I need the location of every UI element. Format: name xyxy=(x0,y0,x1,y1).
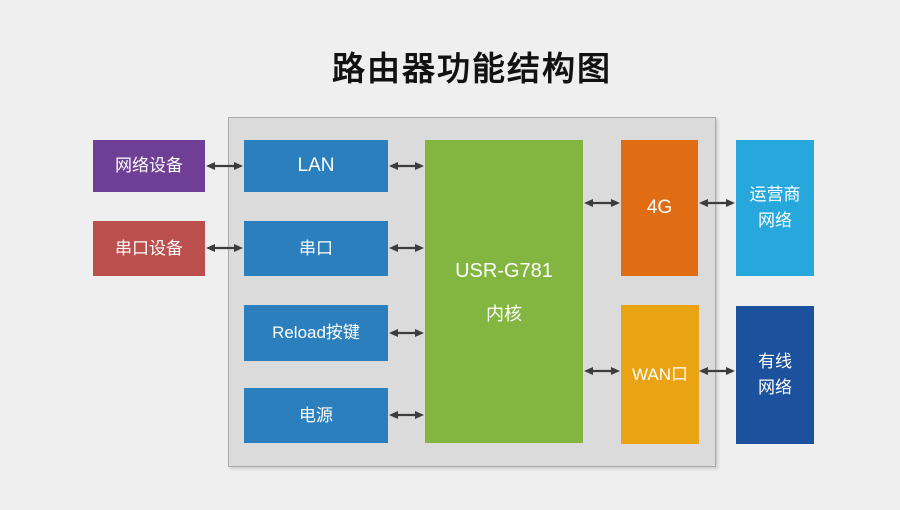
serial-device-label: 串口设备 xyxy=(115,238,183,258)
reload-button-module-box: Reload按键 xyxy=(244,305,388,361)
wired-network-box: 有线 网络 xyxy=(736,306,814,444)
bidirectional-arrow xyxy=(206,244,243,252)
core-box: USR-G781 内核 xyxy=(425,140,583,443)
bidirectional-arrow xyxy=(584,367,620,375)
lan-module-box: LAN xyxy=(244,140,388,192)
wan-port-interface-label: WAN口 xyxy=(631,364,689,384)
power-module-label: 电源 xyxy=(299,405,333,425)
carrier-network-box: 运营商 网络 xyxy=(736,140,814,276)
carrier-network-label-line2: 网络 xyxy=(758,211,792,230)
bidirectional-arrow xyxy=(389,329,424,337)
reload-button-module-label: Reload按键 xyxy=(272,323,360,342)
bidirectional-arrow xyxy=(389,244,424,252)
bidirectional-arrow xyxy=(389,162,424,170)
wired-network-label-line1: 有线 xyxy=(758,352,792,371)
page-title: 路由器功能结构图 xyxy=(332,50,612,87)
serial-port-module-label: 串口 xyxy=(299,238,333,258)
network-device-label: 网络设备 xyxy=(115,156,183,175)
bidirectional-arrow xyxy=(206,162,243,170)
serial-port-module-box: 串口 xyxy=(244,221,388,276)
4g-interface-box: 4G xyxy=(621,140,698,276)
bidirectional-arrow xyxy=(584,199,620,207)
4g-interface-label: 4G xyxy=(646,197,673,218)
bidirectional-arrow xyxy=(699,199,735,207)
core-model-label: USR-G781 xyxy=(455,259,553,282)
lan-module-label: LAN xyxy=(297,155,335,176)
wired-network-label-line2: 网络 xyxy=(758,378,792,397)
power-module-box: 电源 xyxy=(244,388,388,443)
bidirectional-arrow xyxy=(699,367,735,375)
core-kernel-label: 内核 xyxy=(486,303,522,324)
serial-device-box: 串口设备 xyxy=(93,221,205,276)
wan-port-interface-box: WAN口 xyxy=(621,305,699,444)
network-device-box: 网络设备 xyxy=(93,140,205,192)
bidirectional-arrow xyxy=(389,411,424,419)
carrier-network-label-line1: 运营商 xyxy=(749,185,801,204)
